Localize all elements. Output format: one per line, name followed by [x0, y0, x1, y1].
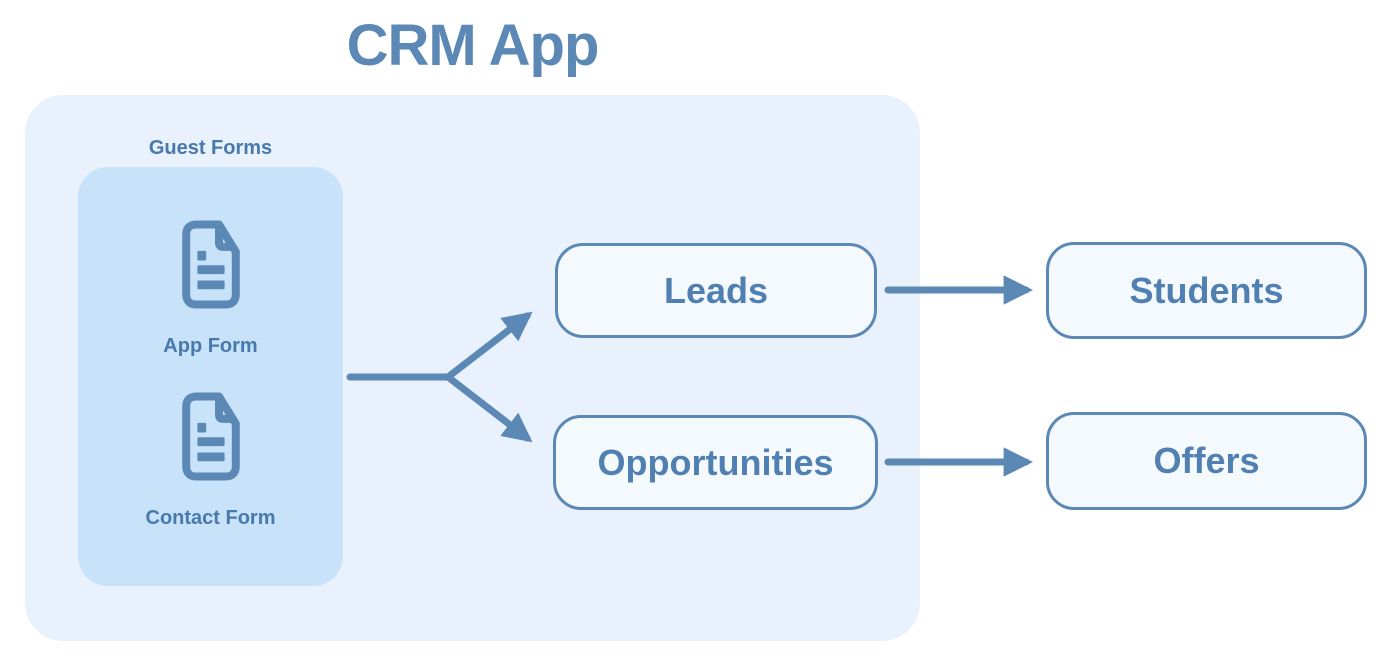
app-form-item: App Form: [78, 216, 343, 358]
app-form-label: App Form: [163, 335, 258, 357]
node-students: Students: [1046, 242, 1367, 339]
node-offers-label: Offers: [1153, 440, 1260, 481]
document-icon: [181, 392, 240, 481]
node-students-label: Students: [1129, 269, 1284, 311]
node-leads-label: Leads: [663, 269, 769, 311]
document-icon: [181, 220, 240, 309]
node-opportunities: Opportunities: [553, 415, 878, 510]
node-opportunities-label: Opportunities: [597, 441, 834, 483]
contact-form-item: Contact Form: [78, 388, 343, 530]
guest-forms-label: Guest Forms: [148, 137, 273, 159]
node-leads: Leads: [555, 243, 877, 338]
page-title: CRM App: [346, 13, 600, 78]
contact-form-label: Contact Form: [145, 507, 276, 529]
node-offers: Offers: [1046, 412, 1367, 510]
guest-forms-box: [78, 167, 343, 586]
